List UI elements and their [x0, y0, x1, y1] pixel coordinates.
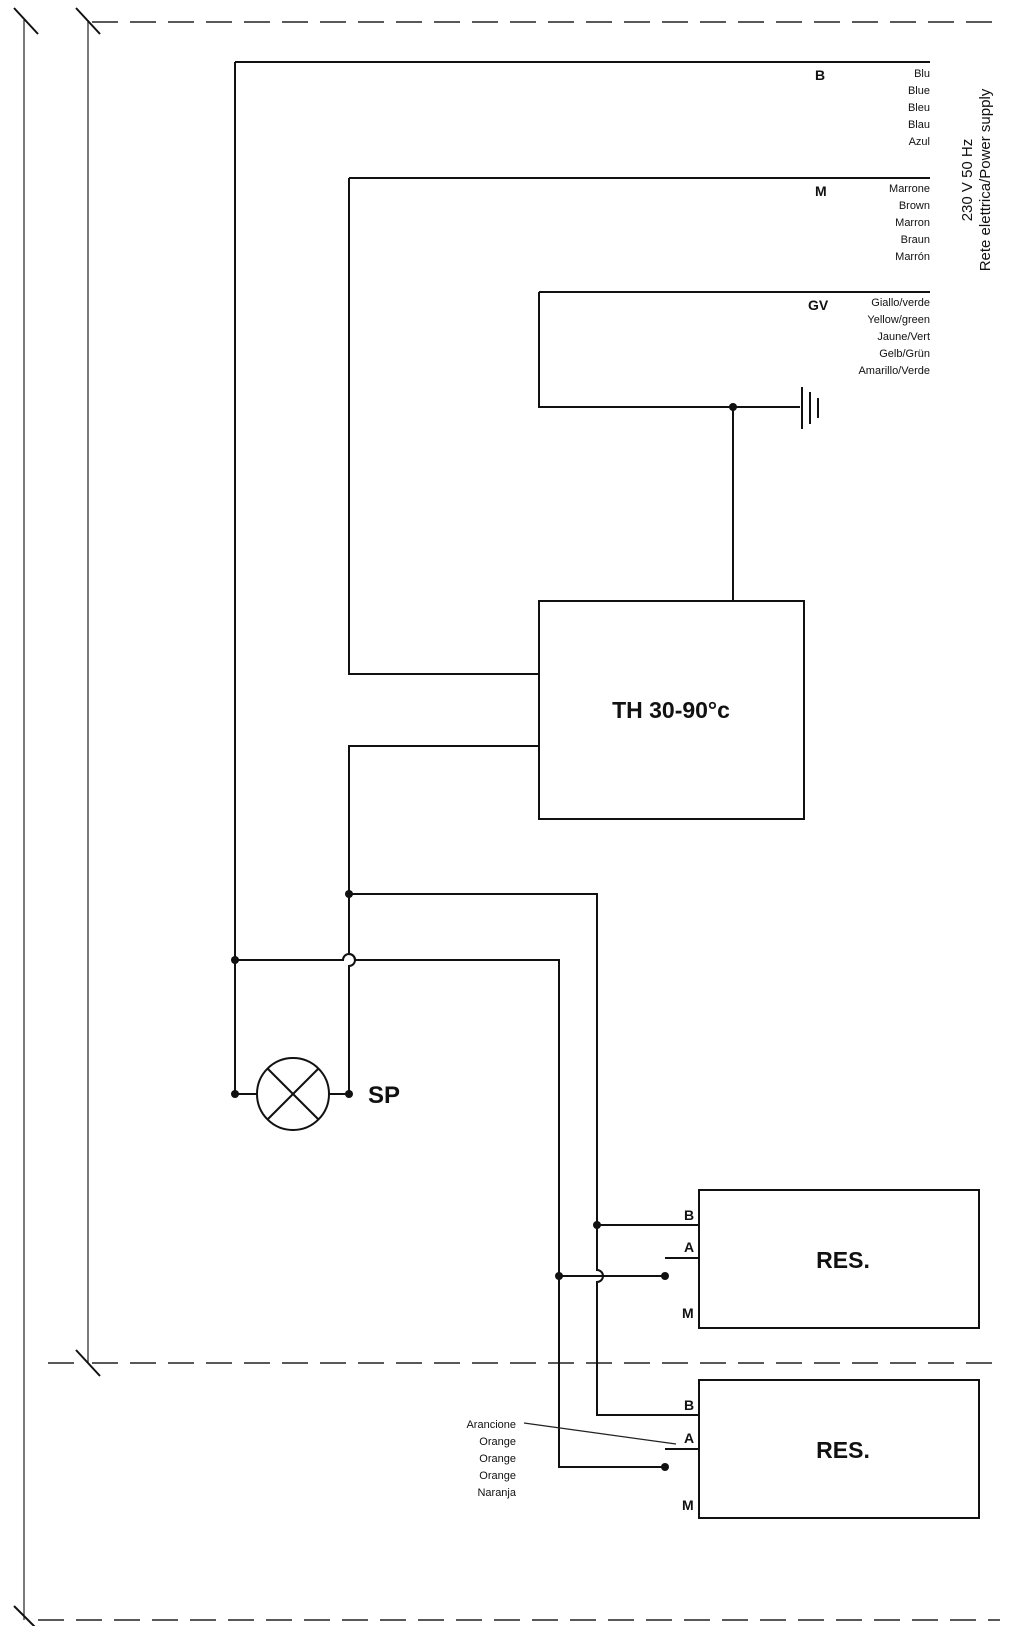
thermostat-output-wire [348, 745, 539, 894]
ground-junction-dot [729, 403, 737, 411]
wire-gv-code: GV [808, 297, 829, 313]
resistor-1-terminal-b: B [684, 1207, 694, 1223]
wire-gv-color-it: Giallo/verde [871, 297, 930, 309]
resistor-1-terminal-a: A [684, 1239, 694, 1255]
wire-gv-color-en: Yellow/green [867, 314, 930, 326]
resistor-1-label: RES. [816, 1247, 870, 1273]
supply-voltage: 230 V 50 Hz [959, 139, 976, 222]
wire-gv-color-fr: Jaune/Vert [877, 331, 930, 343]
wire-b-down [234, 62, 250, 1095]
wire-m-color-en: Brown [899, 200, 930, 212]
wire-b-code: B [815, 67, 825, 83]
junction-dot-a1 [555, 1272, 563, 1280]
wire-b-color-fr: Bleu [908, 102, 930, 114]
resistor-1: RES. B A M [661, 1189, 980, 1329]
resistor-2-terminal-a: A [684, 1430, 694, 1446]
resistor-2-terminal-m: M [682, 1497, 694, 1513]
wire-m-color-it: Marrone [889, 183, 930, 195]
wire-b-color-es: Azul [909, 136, 930, 148]
junction-dot-th-out [345, 890, 353, 898]
wire-gv-color-es: Amarillo/Verde [858, 365, 930, 377]
junction-dot-blue [231, 956, 239, 964]
lamp-label: SP [368, 1082, 400, 1109]
blue-branch-to-a [235, 953, 665, 1468]
wire-gv: GV Giallo/verde Yellow/green Jaune/Vert … [539, 291, 930, 377]
supply-network: Rete elettrica/Power supply [977, 88, 994, 271]
wire-b-color-en: Blue [908, 85, 930, 97]
wire-m-to-thermostat [348, 178, 539, 675]
wire-m: M Marrone Brown Marron Braun Marrón [349, 177, 930, 263]
lamp: SP [231, 1057, 400, 1131]
output-to-b-terminals [349, 893, 598, 1186]
orange-color-en: Orange [479, 1436, 516, 1448]
lamp-right-dot [345, 1090, 353, 1098]
boundary-lines [13, 7, 1000, 1626]
orange-color-de: Orange [479, 1470, 516, 1482]
wire-gv-color-de: Gelb/Grün [879, 348, 930, 360]
lamp-left-dot [231, 1090, 239, 1098]
crossover-hop [336, 952, 356, 1095]
resistor-1-terminal-m: M [682, 1305, 694, 1321]
wire-m-code: M [815, 183, 827, 199]
wire-m-color-fr: Marron [895, 217, 930, 229]
orange-color-es: Naranja [477, 1487, 516, 1499]
thermostat-label: TH 30-90°c [612, 697, 730, 723]
wire-m-color-de: Braun [901, 234, 930, 246]
wire-b: B Blu Blue Bleu Blau Azul [235, 61, 930, 148]
orange-color-it: Arancione [466, 1419, 516, 1431]
orange-color-fr: Orange [479, 1453, 516, 1465]
resistor-2-label: RES. [816, 1437, 870, 1463]
resistor-2-terminal-b: B [684, 1397, 694, 1413]
supply-label: 230 V 50 Hz Rete elettrica/Power supply [959, 88, 994, 271]
wire-b-color-de: Blau [908, 119, 930, 131]
resistor-2-box [698, 1379, 980, 1519]
resistor-1-box [698, 1189, 980, 1329]
ground-icon [801, 387, 819, 429]
thermostat-box [538, 600, 805, 820]
ground [538, 292, 819, 601]
wire-b-color-it: Blu [914, 68, 930, 80]
orange-wire-label: Arancione Orange Orange Orange Naranja [466, 1419, 677, 1499]
orange-leader-line [523, 1422, 677, 1445]
junction-dot-b1 [593, 1221, 601, 1229]
resistor-2: RES. B A M [661, 1379, 980, 1519]
thermostat: TH 30-90°c [538, 600, 805, 820]
wire-m-color-es: Marrón [895, 251, 930, 263]
